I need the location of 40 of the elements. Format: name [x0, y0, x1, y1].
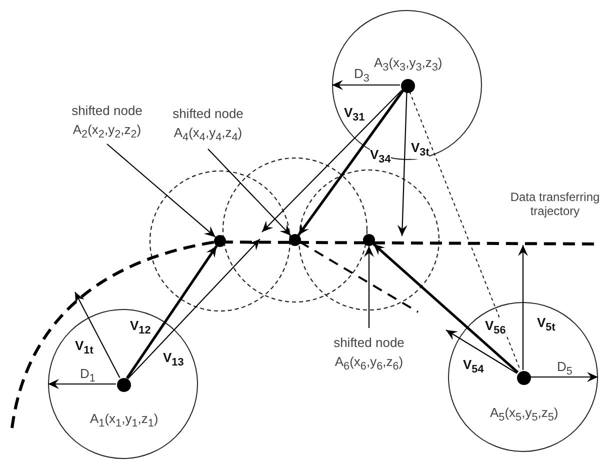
node-dot — [289, 234, 301, 246]
node-label: shifted node A$_{6}$(x$_{6}$,y$_{6}$,z$_{6}$) — [317, 333, 421, 377]
node-label: shifted node A$_{2}$(x$_{2}$,y$_{2}$,z$_{2}$) — [55, 101, 159, 145]
vector-arrow — [397, 92, 408, 236]
dotted-line — [409, 91, 521, 371]
radius-arrow — [530, 372, 598, 382]
node-dot — [117, 378, 131, 392]
node-dot — [363, 234, 375, 246]
vector-arrow — [297, 90, 404, 236]
vector-arrow — [262, 90, 402, 232]
vector-label: V$_{13}$ — [163, 350, 184, 369]
leader-arrow — [208, 148, 292, 236]
vector-arrow — [518, 245, 528, 370]
node-dot — [214, 235, 226, 247]
vector-label: V$_{56}$ — [485, 318, 506, 337]
trajectory-label: Data transferring trajectory — [509, 190, 601, 218]
node-label: shifted node A$_{4}$(x$_{4}$,y$_{4}$,z$_{4}$) — [156, 104, 260, 148]
vector-arrow — [446, 330, 518, 374]
distance-label: D$_{1}$ — [80, 366, 96, 385]
vector-arrow — [372, 243, 519, 374]
vector-label: V$_{1t}$ — [75, 338, 94, 357]
node-coordinates: A$_{5}$(x$_{5}$,y$_{5}$,z$_{5}$) — [490, 404, 558, 426]
node-coordinates: A$_{3}$(x$_{3}$,y$_{3}$,z$_{3}$) — [374, 54, 442, 76]
node-dot — [401, 79, 415, 93]
leader-arrow — [106, 144, 216, 238]
vector-arrow — [126, 245, 218, 379]
vector-label: V$_{31}$ — [344, 105, 365, 124]
node-coordinates: A$_{1}$(x$_{1}$,y$_{1}$,z$_{1}$) — [90, 410, 158, 432]
vector-arrow — [74, 292, 120, 378]
distance-label: D$_{3}$ — [354, 66, 370, 85]
vector-label: V$_{3t}$ — [411, 140, 430, 159]
radius-arrow — [48, 379, 116, 389]
vector-label: V$_{5t}$ — [537, 315, 556, 334]
vector-arrow — [127, 238, 260, 380]
leader-arrow — [364, 246, 374, 328]
distance-label: D$_{5}$ — [557, 359, 572, 378]
radius-arrow — [332, 80, 400, 90]
vector-label: V$_{34}$ — [370, 147, 391, 166]
node-dot — [517, 371, 531, 385]
vector-label: V$_{54}$ — [463, 357, 484, 376]
